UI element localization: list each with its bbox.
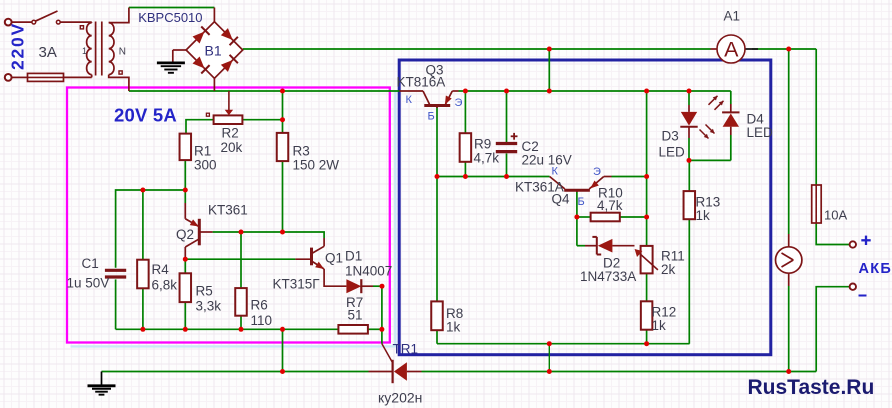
svg-text:Э: Э bbox=[593, 166, 601, 178]
svg-text:Б: Б bbox=[578, 196, 585, 208]
svg-text:KBPC5010: KBPC5010 bbox=[138, 10, 202, 25]
svg-text:R7: R7 bbox=[346, 295, 363, 310]
svg-text:1N4733A: 1N4733A bbox=[580, 269, 636, 284]
svg-text:R12: R12 bbox=[652, 305, 677, 320]
svg-text:10A: 10A bbox=[824, 208, 847, 223]
svg-text:C2: C2 bbox=[522, 139, 539, 154]
svg-text:R13: R13 bbox=[696, 195, 721, 210]
svg-text:R9: R9 bbox=[474, 137, 491, 152]
svg-text:1u 50V: 1u 50V bbox=[67, 276, 110, 291]
svg-text:R1: R1 bbox=[194, 144, 211, 159]
svg-text:1k: 1k bbox=[652, 318, 667, 333]
svg-text:4,7k: 4,7k bbox=[474, 151, 500, 166]
svg-text:1k: 1k bbox=[446, 320, 461, 335]
svg-text:300: 300 bbox=[194, 158, 217, 173]
svg-text:Q4: Q4 bbox=[552, 192, 571, 207]
svg-text:R10: R10 bbox=[598, 186, 623, 201]
svg-text:20k: 20k bbox=[221, 140, 243, 155]
svg-text:R8: R8 bbox=[446, 306, 463, 321]
svg-text:3A: 3A bbox=[39, 44, 57, 61]
svg-text:К: К bbox=[406, 94, 413, 106]
svg-text:R6: R6 bbox=[251, 298, 268, 313]
svg-text:LED: LED bbox=[659, 145, 686, 160]
svg-text:1N4007: 1N4007 bbox=[345, 264, 392, 279]
svg-text:20V 5A: 20V 5A bbox=[114, 105, 177, 126]
svg-text:АКБ: АКБ bbox=[859, 261, 892, 277]
svg-text:RusTaste.Ru: RusTaste.Ru bbox=[748, 376, 875, 399]
svg-text:4,7k: 4,7k bbox=[597, 198, 623, 213]
svg-text:D2: D2 bbox=[603, 256, 620, 271]
svg-text:R11: R11 bbox=[661, 249, 685, 264]
svg-text:B1: B1 bbox=[205, 43, 222, 59]
svg-text:KT361: KT361 bbox=[208, 203, 248, 218]
svg-text:ку202н: ку202н bbox=[378, 390, 422, 406]
svg-text:D4: D4 bbox=[747, 112, 765, 127]
svg-text:R2: R2 bbox=[222, 126, 239, 141]
svg-text:Б: Б bbox=[428, 111, 435, 123]
svg-text:150 2W: 150 2W bbox=[293, 158, 340, 173]
svg-text:A: A bbox=[724, 38, 739, 62]
svg-text:Q2: Q2 bbox=[176, 227, 194, 242]
svg-text:KT361A: KT361A bbox=[515, 180, 564, 195]
svg-text:51: 51 bbox=[348, 308, 363, 323]
svg-text:D3: D3 bbox=[662, 129, 679, 144]
svg-text:LED: LED bbox=[747, 125, 774, 140]
svg-text:C1: C1 bbox=[82, 256, 99, 271]
svg-text:R5: R5 bbox=[196, 284, 213, 299]
svg-text:Э: Э bbox=[455, 97, 463, 109]
svg-text:6,8k: 6,8k bbox=[152, 278, 178, 293]
svg-text:220V: 220V bbox=[8, 22, 28, 70]
svg-text:N: N bbox=[119, 47, 126, 58]
svg-text:Q3: Q3 bbox=[426, 63, 444, 78]
svg-text:A1: A1 bbox=[724, 9, 741, 24]
svg-text:1k: 1k bbox=[696, 208, 711, 223]
svg-text:KT315Г: KT315Г bbox=[273, 277, 321, 292]
svg-text:KT816A: KT816A bbox=[397, 75, 446, 90]
svg-text:R4: R4 bbox=[152, 262, 170, 277]
svg-text:D1: D1 bbox=[345, 249, 362, 264]
svg-text:Q1: Q1 bbox=[325, 251, 343, 266]
svg-text:К: К bbox=[552, 166, 559, 178]
svg-text:110: 110 bbox=[251, 313, 273, 328]
svg-text:1: 1 bbox=[82, 46, 87, 56]
svg-text:22u 16V: 22u 16V bbox=[522, 153, 572, 168]
svg-text:R3: R3 bbox=[293, 144, 310, 159]
svg-text:TR1: TR1 bbox=[393, 342, 419, 357]
svg-text:2k: 2k bbox=[661, 262, 676, 277]
svg-text:3,3k: 3,3k bbox=[196, 299, 222, 314]
